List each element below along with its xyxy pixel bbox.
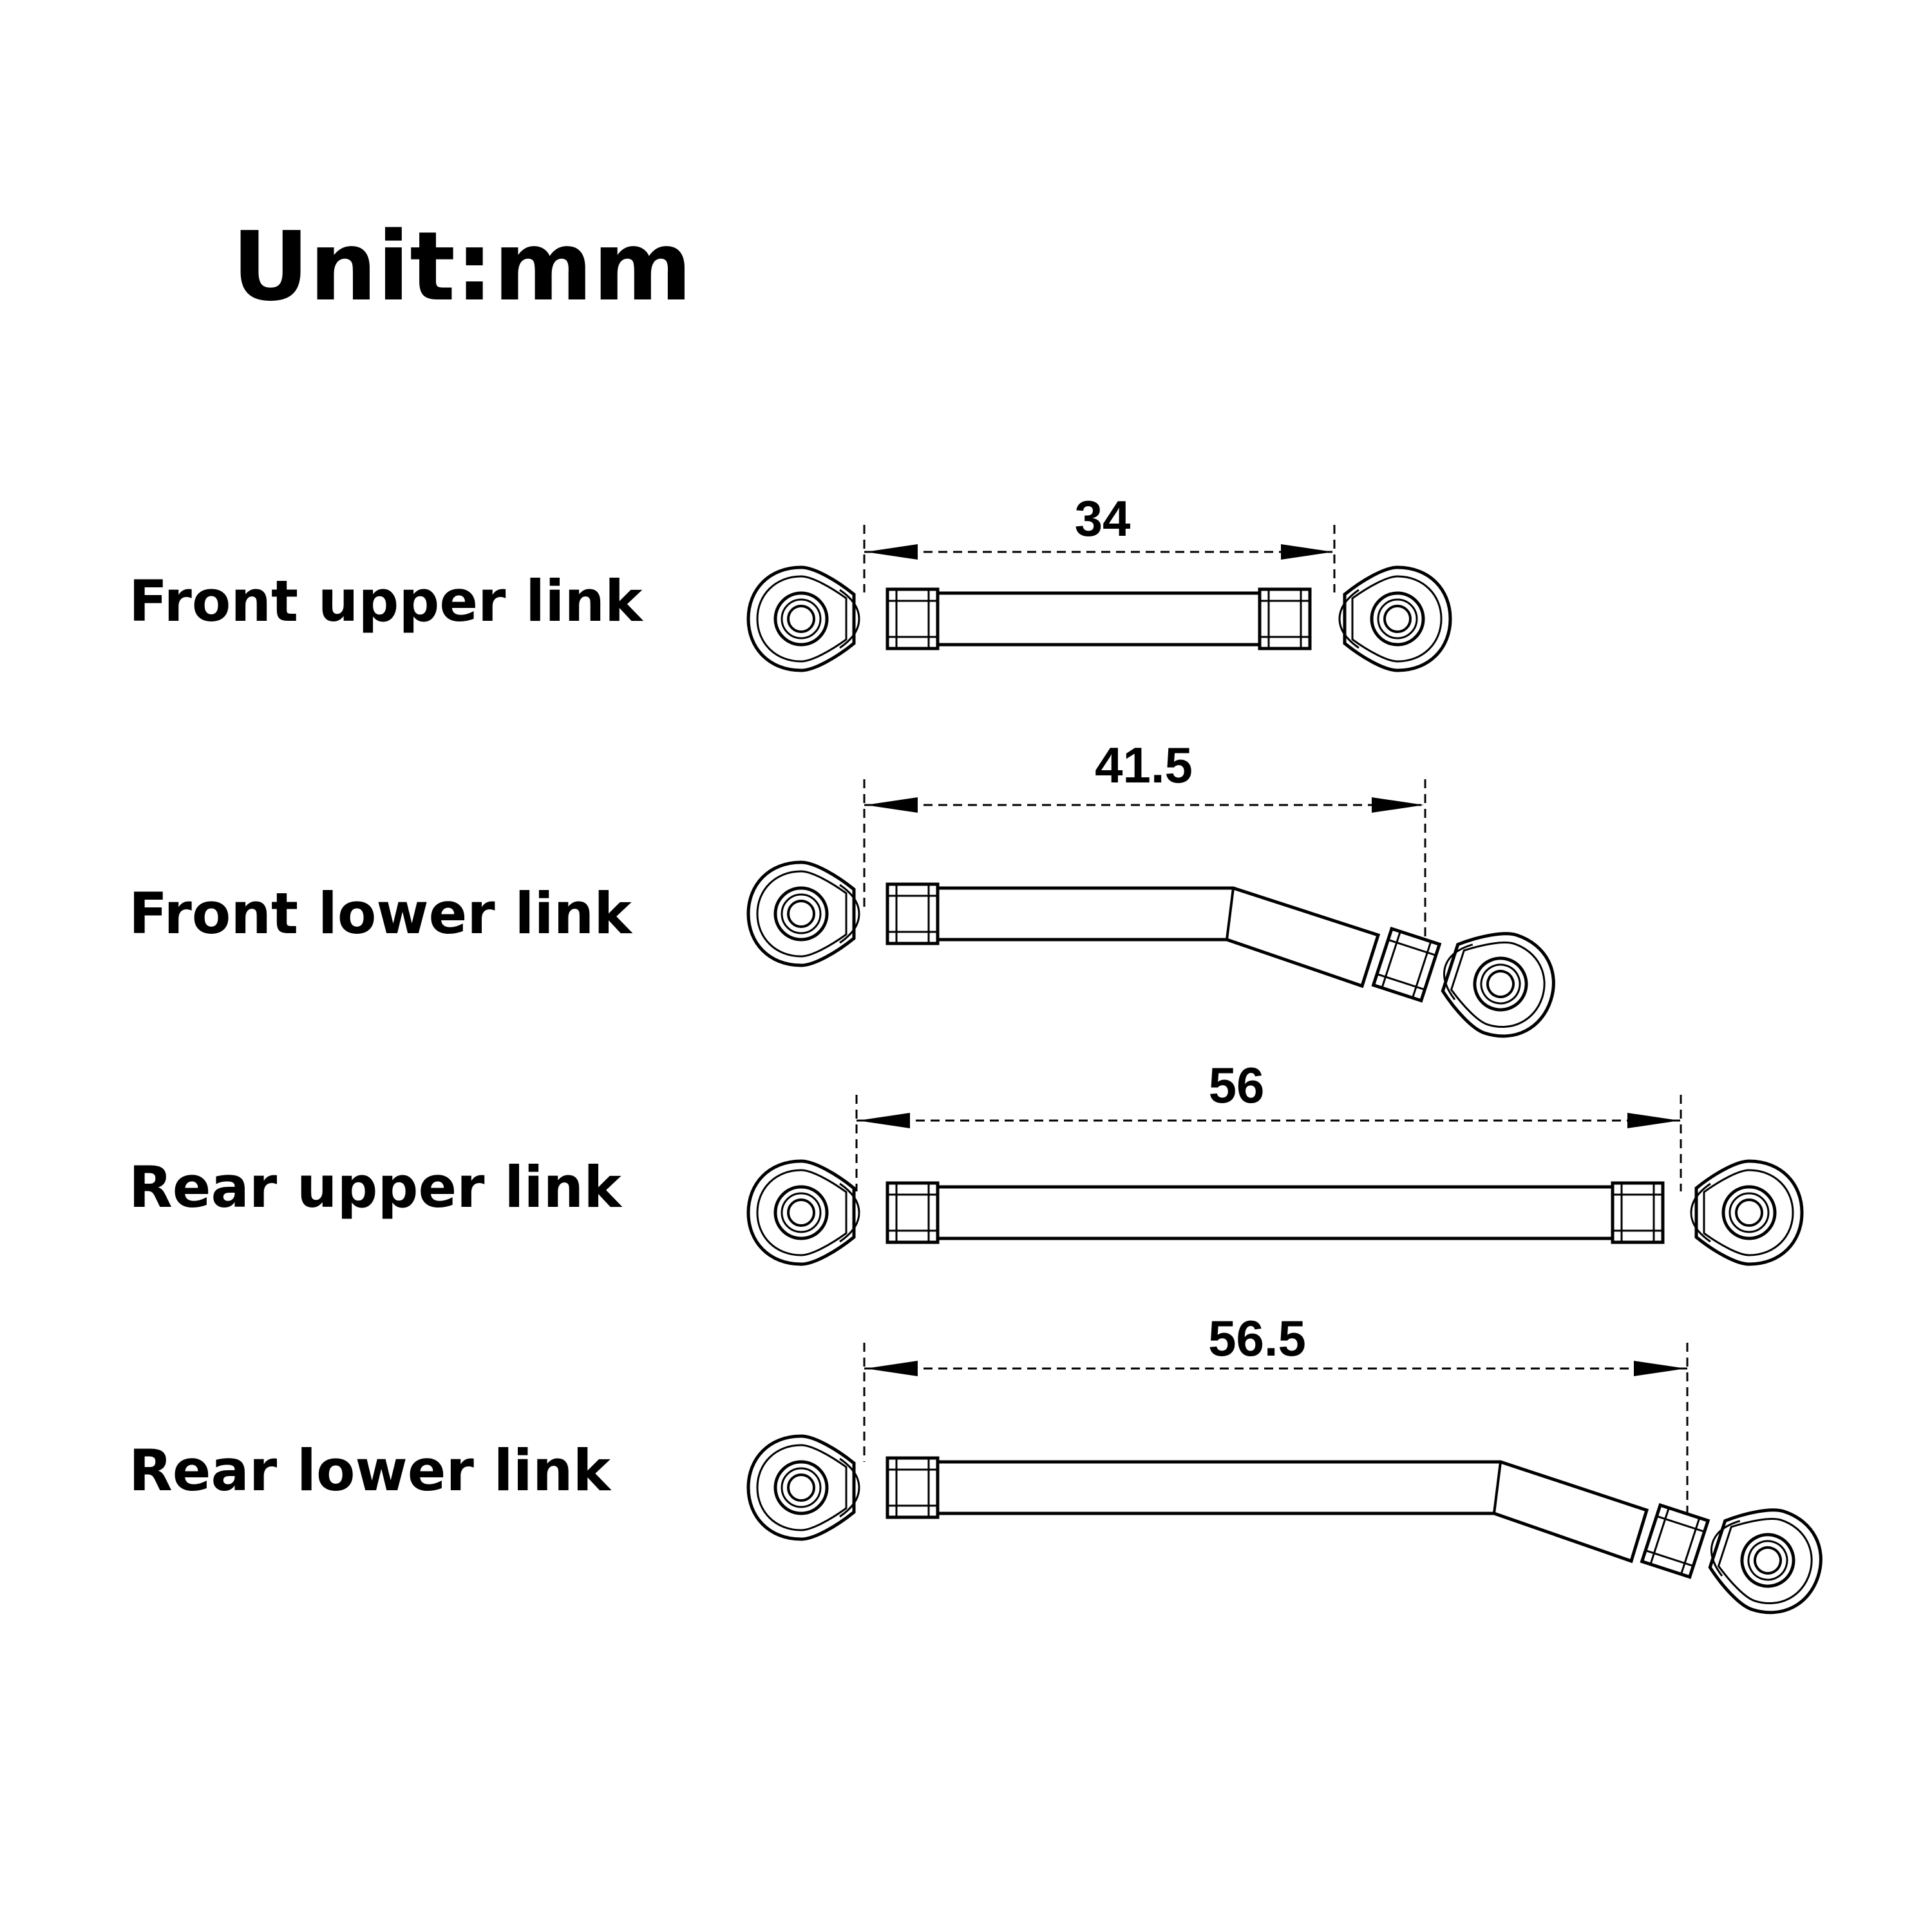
dimension-rear-upper: 56	[855, 1057, 1682, 1191]
dimension-rear-lower: 56.5	[863, 1310, 1689, 1526]
label-front-lower-link: Front lower link	[129, 880, 632, 947]
unit-title: Unit:mm	[232, 211, 692, 322]
dimension-front-lower: 41.5	[863, 737, 1426, 947]
dimension-front-upper: 34	[863, 490, 1336, 592]
label-rear-upper-link: Rear upper link	[129, 1154, 621, 1220]
dimension-value-rear-upper: 56	[1209, 1057, 1265, 1113]
link-front-lower: 41.5	[748, 737, 1567, 1049]
link-rear-upper: 56	[748, 1057, 1802, 1264]
label-rear-lower-link: Rear lower link	[129, 1437, 611, 1504]
dimension-value-rear-lower: 56.5	[1208, 1310, 1306, 1367]
dimension-value-front-lower: 41.5	[1095, 737, 1193, 793]
link-front-upper: 34	[748, 490, 1450, 670]
dimension-value-front-upper: 34	[1075, 490, 1131, 547]
link-rear-lower: 56.5	[748, 1310, 1834, 1625]
label-front-upper-link: Front upper link	[129, 568, 643, 634]
